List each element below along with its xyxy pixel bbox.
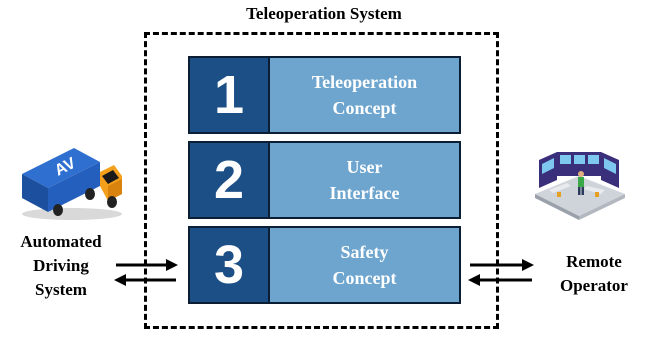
control-room-icon [535, 152, 625, 220]
left-actor-label: Automated Driving System [20, 232, 102, 299]
system-title: Teleoperation System [246, 4, 402, 23]
module-number-3: 3 [190, 228, 270, 302]
module-number-1: 1 [190, 58, 270, 132]
module-label-3: Safety Concept [270, 228, 459, 302]
right-actor-label: Remote Operator [560, 252, 628, 295]
module-row-1: 1 Teleoperation Concept [188, 56, 461, 134]
right-bidirectional-arrow-icon [468, 259, 534, 286]
automated-truck-icon: AV [22, 148, 122, 220]
module-label-1: Teleoperation Concept [270, 58, 459, 132]
left-bidirectional-arrow-icon [114, 259, 178, 286]
module-row-3: 3 Safety Concept [188, 226, 461, 304]
module-row-2: 2 User Interface [188, 141, 461, 219]
system-boundary [144, 32, 499, 329]
module-number-2: 2 [190, 143, 270, 217]
module-label-2: User Interface [270, 143, 459, 217]
